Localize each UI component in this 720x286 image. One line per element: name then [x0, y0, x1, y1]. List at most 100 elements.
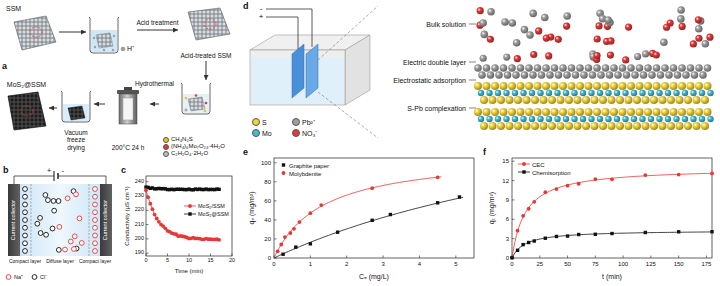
data-point — [298, 220, 302, 224]
data-point — [527, 207, 531, 211]
tick-label: 150 — [674, 261, 684, 267]
nitrate-ion — [487, 36, 494, 43]
molybdenum-atom — [648, 90, 654, 96]
tick-mark — [146, 238, 149, 239]
panel-letter: f — [483, 148, 486, 157]
tick-mark — [623, 256, 624, 259]
sulfur-atom — [593, 108, 601, 116]
lead-ion — [665, 71, 673, 79]
sulfur-atom — [625, 96, 633, 104]
sulfur-atom — [542, 108, 550, 116]
tick-label: 240 — [135, 179, 144, 185]
panel-letter: b — [3, 166, 9, 175]
data-point — [566, 234, 569, 237]
molybdenum-atom — [597, 116, 603, 122]
cdi-device — [266, 9, 312, 47]
process-arrow — [150, 104, 159, 105]
tick-mark — [595, 256, 596, 259]
nitrate-ion — [593, 52, 600, 59]
lead-ion — [678, 64, 686, 72]
cdi-cell — [20, 184, 100, 256]
edge-label: Hydrothermal — [134, 81, 175, 88]
sulfur-atom — [517, 108, 525, 116]
process-step: Vacuum freeze drying — [58, 86, 94, 152]
tick-label: 100 — [618, 261, 628, 267]
data-point — [217, 188, 220, 191]
data-point — [677, 173, 681, 177]
tick-mark — [678, 256, 679, 259]
step-label: H⁺ — [127, 45, 134, 53]
sulfur-atom — [602, 82, 610, 90]
data-point — [566, 184, 570, 188]
molybdenum-atom — [690, 116, 696, 122]
legend-marker — [280, 170, 287, 177]
data-point — [436, 201, 439, 204]
data-point — [516, 229, 520, 233]
sulfur-atom — [480, 122, 488, 130]
chloride-ion — [35, 221, 40, 226]
molybdenum-atom — [478, 116, 484, 122]
acid-beaker — [89, 17, 125, 53]
nitrate-ion — [545, 52, 552, 59]
legend-marker — [32, 275, 37, 280]
sulfur-atom — [540, 122, 548, 130]
sulfur-atom — [602, 108, 610, 116]
cdi-cell — [89, 184, 90, 256]
cdi-device — [306, 44, 318, 98]
part-label: S-Pb complexation — [407, 105, 466, 112]
stainless-mesh — [14, 16, 56, 50]
sulfur-atom — [491, 108, 499, 116]
sulfur-atom — [667, 96, 675, 104]
sulfur-atom — [557, 122, 565, 130]
fit-curve — [274, 177, 441, 258]
sulfur-atom — [608, 122, 616, 130]
cdi-cell — [31, 184, 32, 256]
molybdenum-atom — [588, 90, 594, 96]
autoclave — [123, 98, 133, 120]
legend-entry: Graphite paper — [280, 162, 329, 169]
fit-curve — [274, 197, 463, 258]
sulfur-atom — [684, 122, 692, 130]
molybdenum-atom — [648, 116, 654, 122]
lead-ion — [699, 71, 707, 79]
tick-mark — [512, 199, 515, 200]
polarity-sign: - — [62, 167, 64, 174]
part-label: Current collector — [103, 200, 109, 240]
molybdenum-atom — [529, 116, 535, 122]
ion-cloud — [23, 187, 98, 254]
nitrate-ion — [706, 34, 713, 41]
data-point — [594, 233, 597, 236]
precursor-beaker — [188, 97, 205, 111]
cdi-device — [266, 17, 298, 49]
data-point — [370, 186, 374, 190]
lead-ion — [568, 64, 576, 72]
polarity-sign: - — [260, 5, 263, 13]
step-label: Acid-treated SSM — [181, 52, 232, 59]
tick-label: 220 — [135, 208, 144, 214]
lead-ion — [541, 14, 549, 22]
lead-ion — [481, 31, 489, 39]
tick-mark — [567, 256, 568, 259]
legend-label: Pb²⁺ — [302, 119, 315, 126]
legend-marker — [5, 274, 12, 281]
reagent-label: (NH₄)₆Mo₇O₂₄·4H₂O — [163, 143, 225, 150]
lead-ion — [657, 71, 665, 79]
molybdenum-atom — [622, 116, 628, 122]
freeze-dry-beaker — [61, 91, 91, 122]
data-point — [144, 188, 148, 192]
tick-label: 210 — [135, 222, 144, 228]
freeze-dry-beaker — [61, 91, 91, 122]
data-points — [510, 172, 714, 260]
tick-label: 3 — [506, 236, 509, 242]
sulfur-atom — [557, 96, 565, 104]
sulfur-atom — [653, 82, 661, 90]
chloride-ion — [38, 231, 43, 236]
sulfur-atom — [693, 122, 701, 130]
panel-letter: d — [243, 2, 249, 11]
leader-line — [469, 24, 476, 25]
acid-treated-mesh — [188, 8, 230, 40]
data-points — [281, 195, 461, 256]
tick-label: 0 — [510, 261, 513, 267]
nitrate-ion — [679, 23, 686, 30]
sulfur-atom — [568, 108, 576, 116]
